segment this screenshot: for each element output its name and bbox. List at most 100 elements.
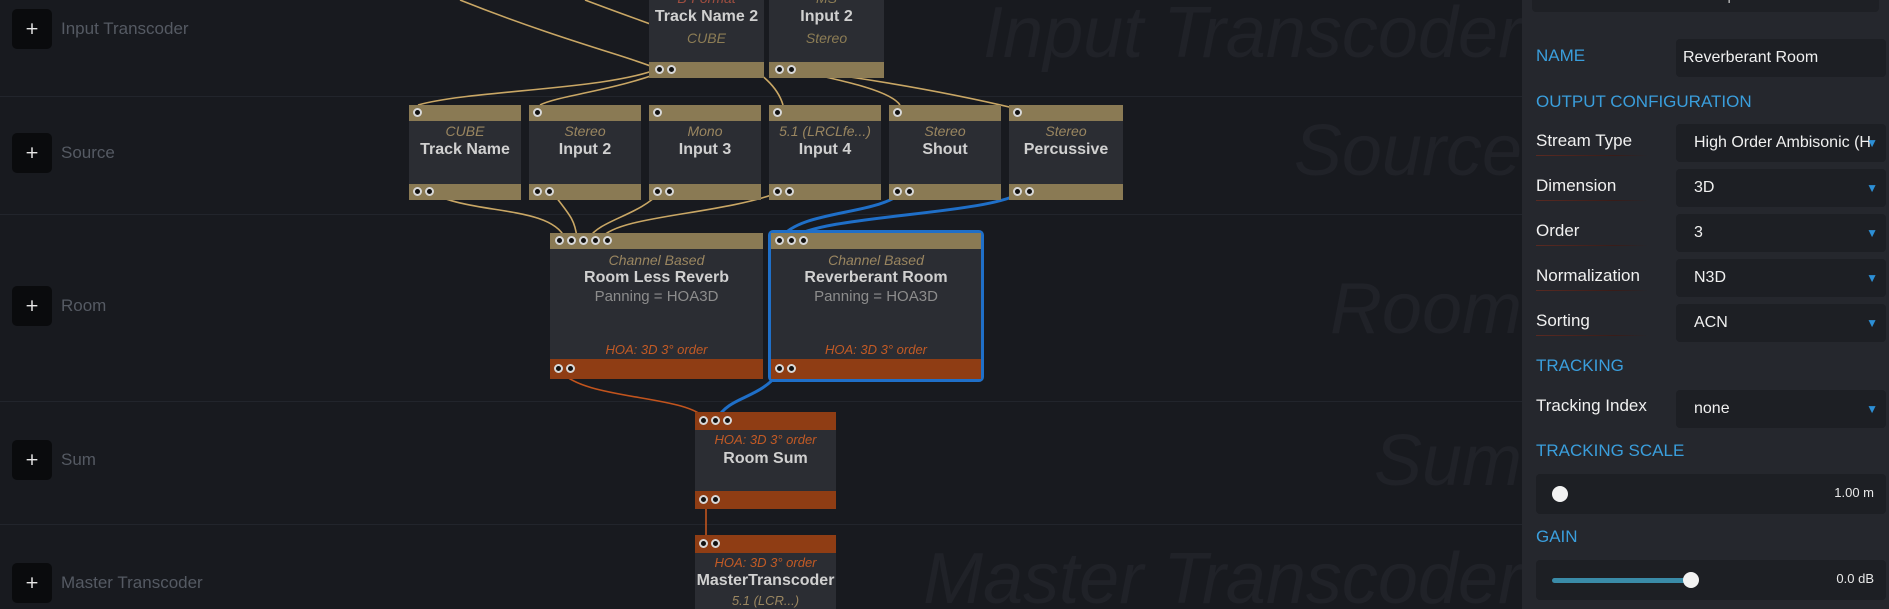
node-track-name-2[interactable]: B-Format Track Name 2 CUBE [649, 0, 764, 78]
input-port[interactable] [567, 236, 576, 245]
output-port[interactable] [554, 364, 563, 373]
output-port[interactable] [566, 364, 575, 373]
dimension-label: Dimension [1536, 176, 1648, 201]
lane-watermark-input-transcoder: Input Transcoder [983, 0, 1522, 73]
chevron-down-icon: ▼ [1866, 226, 1878, 240]
input-port[interactable] [723, 416, 732, 425]
input-port[interactable] [775, 236, 784, 245]
node-title: Input 4 [798, 141, 852, 158]
output-port[interactable] [905, 187, 914, 196]
stream-type-select[interactable]: High Order Ambisonic (H▼ [1676, 124, 1886, 162]
output-port[interactable] [425, 187, 434, 196]
input-port[interactable] [591, 236, 600, 245]
lane-divider [0, 401, 1522, 402]
input-port[interactable] [555, 236, 564, 245]
dimension-value: 3D [1694, 179, 1715, 196]
node-shout[interactable]: Stereo Shout [889, 105, 1001, 200]
add-master-transcoder-button[interactable]: + [12, 563, 52, 603]
input-port[interactable] [579, 236, 588, 245]
output-port[interactable] [775, 65, 784, 74]
input-port[interactable] [699, 539, 708, 548]
input-port[interactable] [893, 108, 902, 117]
slider-thumb[interactable] [1552, 486, 1568, 502]
disconnect-selected-output-button[interactable]: Disconnect Selected Output [1532, 0, 1879, 12]
tracking-section-title: TRACKING [1536, 356, 1624, 375]
input-port[interactable] [1013, 108, 1022, 117]
output-port[interactable] [787, 364, 796, 373]
input-port[interactable] [711, 416, 720, 425]
output-port[interactable] [1025, 187, 1034, 196]
node-track-name[interactable]: CUBE Track Name [409, 105, 521, 200]
node-ms-input-2[interactable]: MS Input 2 Stereo [769, 0, 884, 78]
tracking-index-select[interactable]: none▼ [1676, 390, 1886, 428]
node-percussive[interactable]: Stereo Percussive [1009, 105, 1123, 200]
output-port[interactable] [787, 65, 796, 74]
input-port[interactable] [799, 236, 808, 245]
gain-section-title: GAIN [1536, 527, 1578, 546]
node-type: Channel Based [608, 252, 705, 268]
input-port[interactable] [773, 108, 782, 117]
node-sub: 5.1 (LCR...) [731, 593, 800, 608]
wire [459, 0, 656, 69]
add-input-transcoder-button[interactable]: + [12, 9, 52, 49]
order-select[interactable]: 3▼ [1676, 214, 1886, 252]
node-room-sum[interactable]: HOA: 3D 3° order Room Sum [695, 412, 836, 509]
node-room-less-reverb[interactable]: Channel Based Room Less Reverb Panning =… [550, 233, 763, 379]
input-port[interactable] [711, 539, 720, 548]
output-port[interactable] [711, 495, 720, 504]
node-panning: Panning = HOA3D [594, 288, 719, 305]
add-room-button[interactable]: + [12, 286, 52, 326]
input-port[interactable] [699, 416, 708, 425]
chevron-down-icon: ▼ [1866, 316, 1878, 330]
node-input-2[interactable]: Stereo Input 2 [529, 105, 641, 200]
input-port[interactable] [653, 108, 662, 117]
node-input-4[interactable]: 5.1 (LRCLfe...) Input 4 [769, 105, 881, 200]
tracking-scale-slider[interactable]: 1.00 m [1536, 474, 1886, 514]
output-port[interactable] [775, 364, 784, 373]
output-port[interactable] [667, 65, 676, 74]
node-type: Mono [687, 123, 723, 139]
node-type: HOA: 3D 3° order [714, 432, 817, 447]
node-title: Room Sum [723, 450, 808, 467]
output-port[interactable] [699, 495, 708, 504]
sorting-label: Sorting [1536, 311, 1648, 336]
lane-label-sum: Sum [61, 450, 96, 469]
output-port[interactable] [413, 187, 422, 196]
chevron-down-icon: ▼ [1866, 402, 1878, 416]
node-master-transcoder[interactable]: HOA: 3D 3° order MasterTranscoder 5.1 (L… [695, 535, 836, 609]
output-port[interactable] [893, 187, 902, 196]
output-port[interactable] [773, 187, 782, 196]
lane-label-master-transcoder: Master Transcoder [61, 573, 203, 592]
output-port[interactable] [665, 187, 674, 196]
chevron-down-icon: ▼ [1866, 271, 1878, 285]
normalization-select[interactable]: N3D▼ [1676, 259, 1886, 297]
name-input[interactable]: Reverberant Room [1676, 39, 1886, 77]
node-input-3[interactable]: Mono Input 3 [649, 105, 761, 200]
sorting-select[interactable]: ACN▼ [1676, 304, 1886, 342]
gain-value: 0.0 dB [1836, 571, 1874, 586]
stream-type-value: High Order Ambisonic (H [1694, 134, 1871, 151]
node-reverberant-room[interactable]: Channel Based Reverberant Room Panning =… [768, 230, 984, 382]
output-port[interactable] [785, 187, 794, 196]
lane-label-room: Room [61, 296, 107, 315]
add-sum-button[interactable]: + [12, 440, 52, 480]
input-port[interactable] [533, 108, 542, 117]
output-port[interactable] [1013, 187, 1022, 196]
output-port[interactable] [655, 65, 664, 74]
output-port[interactable] [533, 187, 542, 196]
input-port[interactable] [787, 236, 796, 245]
name-section-title: NAME [1536, 46, 1586, 65]
output-port[interactable] [545, 187, 554, 196]
output-port[interactable] [653, 187, 662, 196]
node-title: Input 2 [800, 8, 853, 25]
slider-thumb[interactable] [1683, 572, 1699, 588]
node-title: Percussive [1023, 141, 1109, 158]
lane-divider [0, 214, 1522, 215]
input-port[interactable] [603, 236, 612, 245]
input-port[interactable] [413, 108, 422, 117]
add-source-button[interactable]: + [12, 133, 52, 173]
node-type: HOA: 3D 3° order [714, 555, 817, 570]
lane-label-input-transcoder: Input Transcoder [61, 19, 189, 38]
gain-slider[interactable]: 0.0 dB [1536, 560, 1886, 600]
dimension-select[interactable]: 3D▼ [1676, 169, 1886, 207]
